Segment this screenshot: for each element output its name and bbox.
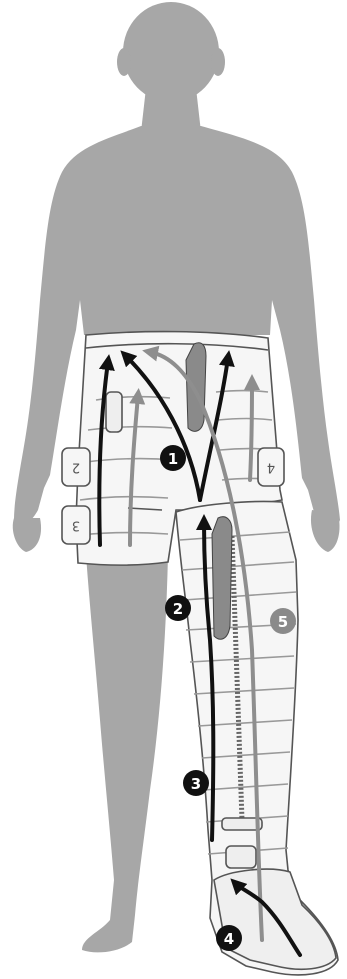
step-marker-1: 1 bbox=[160, 445, 186, 471]
step-4-label: 4 bbox=[224, 930, 234, 948]
panel-label-left-upper: 2 bbox=[72, 460, 80, 475]
hose-shorts bbox=[186, 343, 206, 432]
step-marker-5: 5 bbox=[270, 608, 296, 634]
step-marker-2: 2 bbox=[165, 595, 191, 621]
panel-label-right-upper: 4 bbox=[267, 460, 275, 475]
step-2-label: 2 bbox=[173, 600, 183, 618]
step-marker-4: 4 bbox=[216, 925, 242, 951]
leg-garment bbox=[176, 501, 338, 974]
step-1-label: 1 bbox=[168, 450, 178, 468]
hose-leg bbox=[212, 517, 232, 639]
step-3-label: 3 bbox=[191, 775, 201, 793]
panel-label-left-lower: 3 bbox=[72, 518, 80, 533]
step-marker-3: 3 bbox=[183, 770, 209, 796]
step-5-label: 5 bbox=[278, 613, 288, 631]
arrow-gray-2 bbox=[250, 382, 252, 480]
